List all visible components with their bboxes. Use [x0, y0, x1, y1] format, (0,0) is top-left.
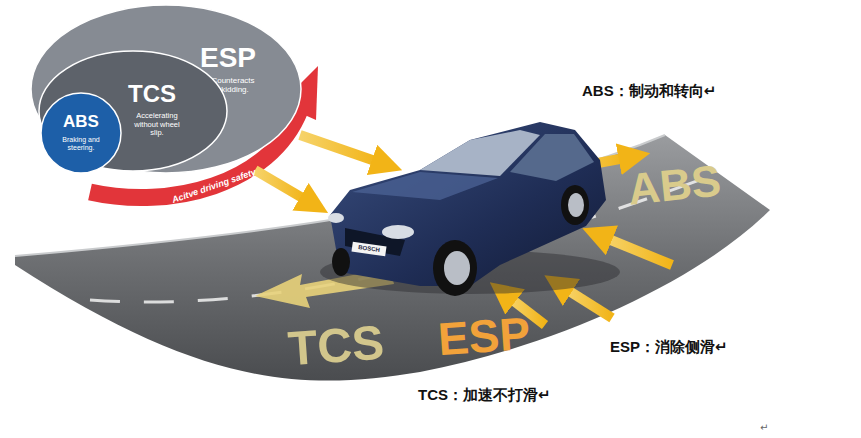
car	[320, 122, 620, 296]
road-label: ABS	[626, 155, 724, 215]
note-text: ABS：制动和转向↵	[582, 82, 716, 99]
paragraph-mark: ↵	[760, 422, 768, 434]
node-title: ESP	[200, 42, 276, 74]
abs-circle: ABS Braking and steering.	[40, 92, 122, 174]
road-label: TCS	[286, 315, 386, 377]
tcs-oval: TCS Accelerating without wheel slip. ABS Br…	[38, 50, 228, 172]
note-text: ESP：消除侧滑↵	[610, 338, 728, 355]
oval-fill	[41, 93, 121, 173]
node-subtitle: Braking and steering.	[54, 136, 108, 152]
note-text: TCS：加速不打滑↵	[418, 386, 551, 403]
node-title: TCS	[128, 80, 188, 108]
oval-outline	[40, 92, 122, 174]
road-label: ESP	[436, 307, 532, 366]
oval-fill	[31, 5, 301, 173]
esp-oval: ESPCounteracts skidding.TCSAccelerating …	[30, 4, 302, 174]
node-title: ABS	[48, 112, 114, 132]
node-subtitle: Accelerating without wheel slip.	[128, 112, 186, 138]
